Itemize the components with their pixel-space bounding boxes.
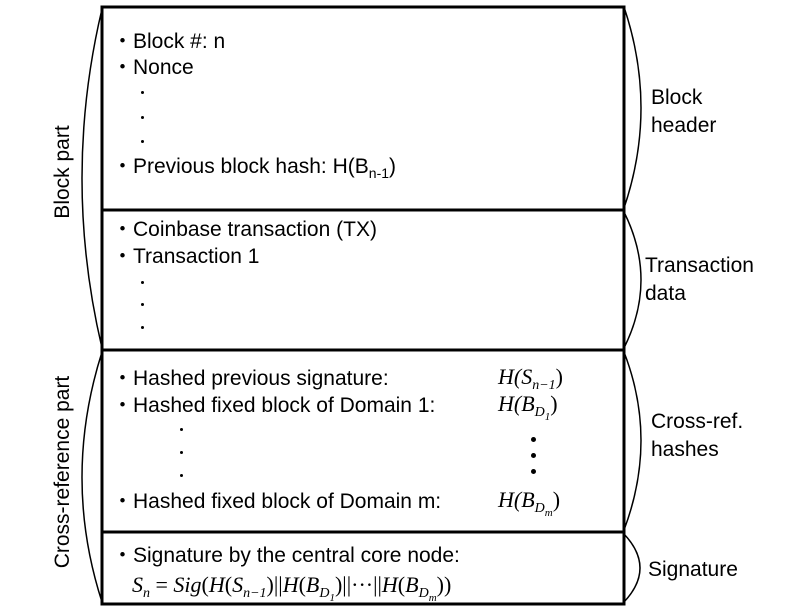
formula-hash-domain-1: H(BD1) bbox=[498, 391, 558, 423]
signature-item: ・Signature by the central core node: bbox=[112, 544, 460, 567]
ellipsis-dot bbox=[531, 437, 536, 442]
block-part-label: Block part bbox=[51, 125, 74, 219]
transaction-data-label: Transaction data bbox=[645, 254, 754, 305]
brace-crossref-hashes bbox=[623, 351, 642, 531]
crossref-part-label: Cross-reference part bbox=[51, 375, 74, 569]
ellipsis-dot bbox=[180, 474, 183, 477]
ellipsis-dot bbox=[141, 326, 144, 329]
ellipsis-dot bbox=[141, 303, 144, 306]
header-item-nonce: ・Nonce bbox=[112, 56, 194, 79]
ellipsis-dot bbox=[180, 451, 183, 454]
tx-item-coinbase: ・Coinbase transaction (TX) bbox=[112, 218, 377, 241]
brace-signature bbox=[623, 533, 641, 603]
ellipsis-dot bbox=[141, 140, 144, 143]
signature-box bbox=[100, 530, 626, 606]
ellipsis-dot bbox=[141, 281, 144, 284]
formula-signature: Sn = Sig(H(Sn−1)||H(BD1)||···||H(BDm)) bbox=[132, 572, 452, 604]
crossref-item-prev-signature: ・Hashed previous signature: bbox=[112, 367, 389, 390]
ellipsis-dot bbox=[531, 453, 536, 458]
block-header-label: Block header bbox=[651, 86, 717, 137]
brace-transaction-data bbox=[623, 211, 642, 349]
formula-hash-domain-m: H(BDm) bbox=[498, 487, 561, 519]
ellipsis-dot bbox=[141, 91, 144, 94]
ellipsis-dot bbox=[531, 469, 536, 474]
crossref-item-domain-m: ・Hashed fixed block of Domain m: bbox=[112, 490, 442, 513]
crossref-item-domain-1: ・Hashed fixed block of Domain 1: bbox=[112, 394, 436, 417]
brace-block-part bbox=[81, 8, 103, 349]
header-item-previous-hash: ・Previous block hash: H(Bn-1) bbox=[112, 155, 397, 181]
header-item-block-number: ・Block #: n bbox=[112, 30, 226, 53]
brace-block-header bbox=[623, 6, 642, 209]
formula-hash-prev-signature: H(Sn−1) bbox=[498, 364, 563, 393]
ellipsis-dot bbox=[141, 116, 144, 119]
ellipsis-dot bbox=[180, 428, 183, 431]
crossref-hashes-label: Cross-ref. hashes bbox=[651, 410, 744, 461]
signature-label: Signature bbox=[648, 558, 738, 581]
brace-crossref-part bbox=[81, 351, 103, 603]
tx-item-transaction-1: ・Transaction 1 bbox=[112, 245, 260, 268]
